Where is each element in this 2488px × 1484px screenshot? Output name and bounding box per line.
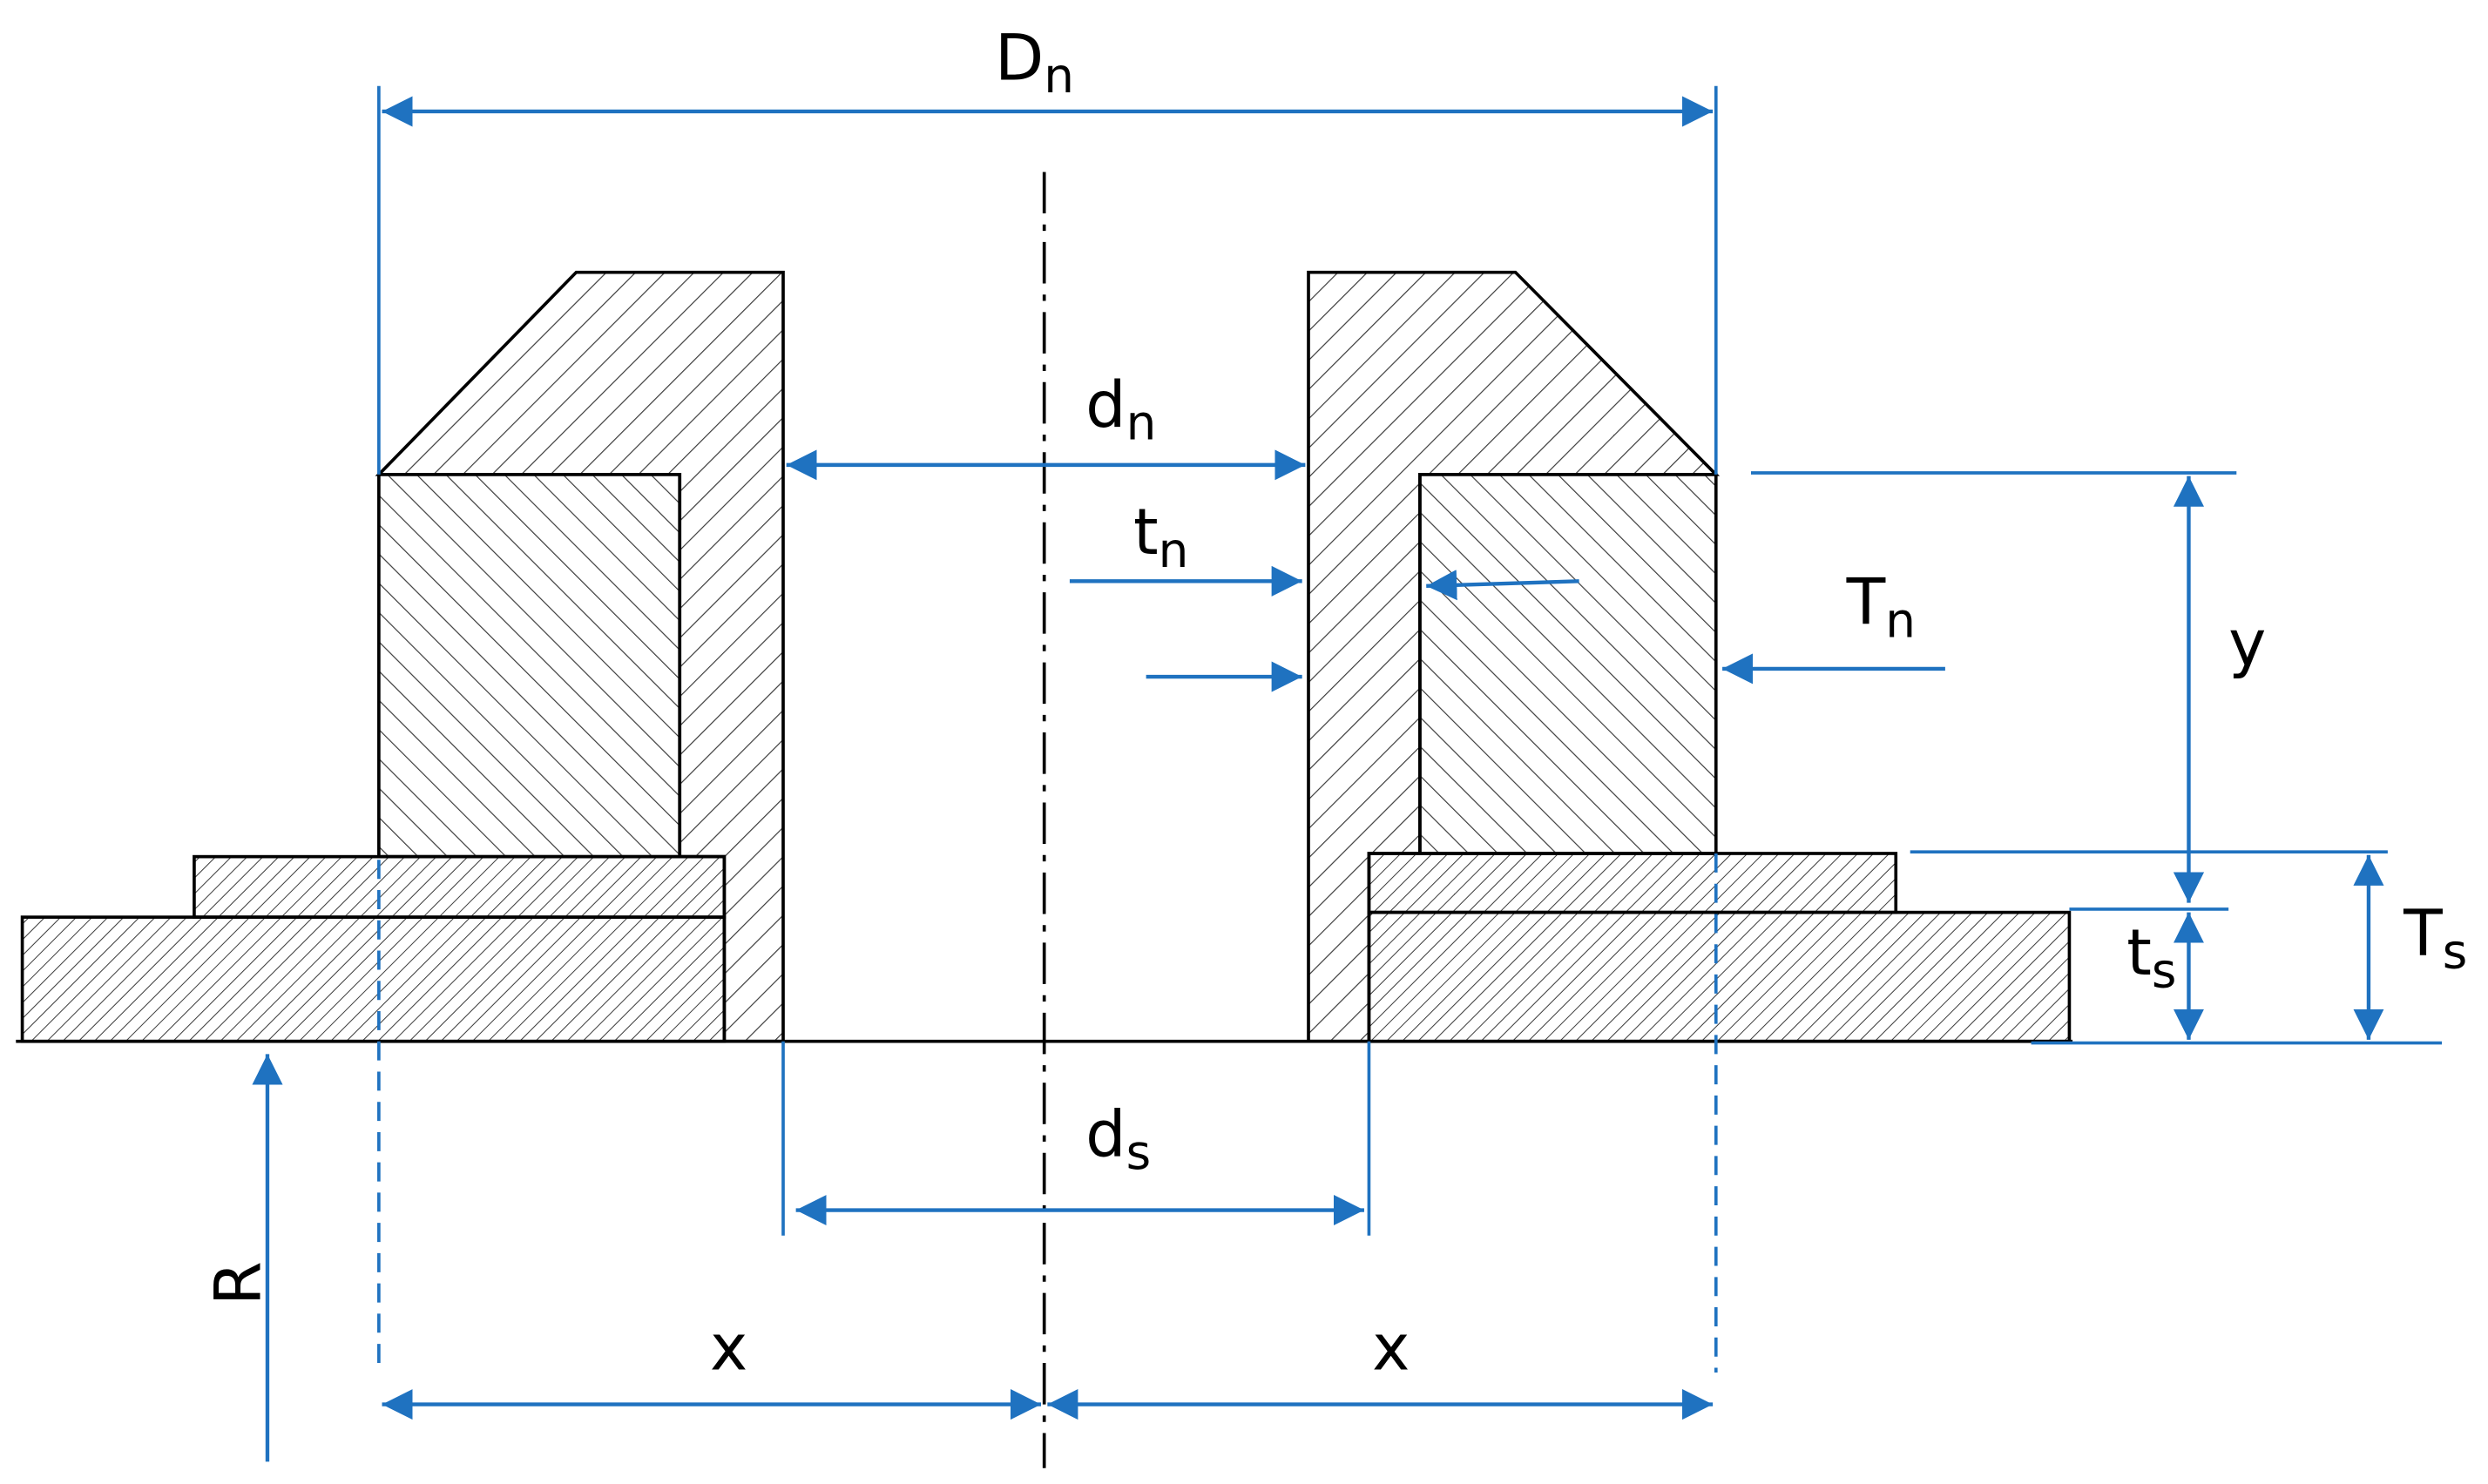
- base-plate-right: [1367, 910, 2072, 1043]
- label-Dn: Dn: [995, 21, 1074, 104]
- label-x-left: x: [710, 1311, 747, 1385]
- ring-block-right: [1418, 473, 1718, 855]
- label-ts: ts: [2126, 916, 2176, 999]
- label-Tn: Tn: [1846, 566, 1916, 649]
- label-dn: dn: [1085, 368, 1156, 451]
- ring-block-left: [377, 473, 682, 859]
- base-plate-left: [20, 915, 727, 1043]
- reinforcing-pad-right: [1367, 852, 1898, 914]
- label-x-right: x: [1372, 1311, 1410, 1385]
- label-tn: tn: [1133, 496, 1188, 578]
- label-ds: ds: [1085, 1097, 1151, 1180]
- label-Ts: Ts: [2403, 897, 2467, 980]
- label-y: y: [2228, 607, 2266, 681]
- label-R: R: [202, 1261, 276, 1305]
- reinforcing-pad-left: [193, 854, 727, 919]
- dim-arrow-ring-inner: [1426, 570, 1579, 601]
